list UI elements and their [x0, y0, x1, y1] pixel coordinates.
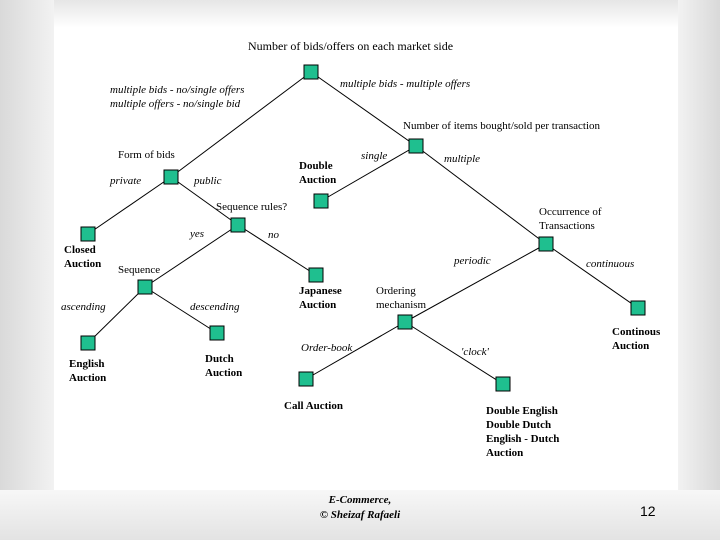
no-label: no	[268, 229, 279, 241]
japanese-auction-label: Japanese Auction	[299, 285, 342, 311]
multiple-label: multiple	[444, 153, 481, 165]
tree-node-seqnode	[137, 279, 153, 295]
left-branch-label: multiple bids - no/single offers multipl…	[110, 84, 245, 110]
form-of-bids-label: Form of bids	[118, 149, 175, 161]
tree-node-eng	[80, 335, 96, 351]
descending-label: descending	[190, 301, 240, 313]
slide-frame-top	[0, 0, 720, 28]
tree-node-root	[303, 64, 319, 80]
slide-frame-right	[678, 0, 720, 540]
tree-node-order	[397, 314, 413, 330]
tree-edge-occ-cont	[545, 243, 639, 309]
page-number: 12	[640, 503, 656, 519]
single-label: single	[361, 150, 388, 162]
tree-node-cont	[630, 300, 646, 316]
periodic-label: periodic	[454, 255, 491, 267]
tree-node-items	[408, 138, 424, 154]
root-question-label: Number of bids/offers on each market sid…	[248, 39, 454, 53]
tree-edge-items-occ	[415, 145, 547, 245]
public-label: public	[194, 175, 222, 187]
right-branch-label: multiple bids - multiple offers	[340, 78, 471, 90]
english-auction-label: English Auction	[69, 358, 107, 384]
dutch-auction-label: Dutch Auction	[205, 353, 243, 379]
tree-edge-items-dbl	[320, 145, 417, 202]
tree-edge-root-items	[310, 71, 417, 147]
ordering-mechanism-label: Ordering mechanism	[376, 285, 427, 311]
tree-edge-seq-seqnode	[144, 224, 239, 288]
tree-node-clock	[495, 376, 511, 392]
double-auction-label: Double Auction	[299, 160, 337, 186]
tree-node-call	[298, 371, 314, 387]
tree-edge-order-clock	[404, 321, 504, 385]
order-book-label: Order-book	[301, 342, 353, 354]
tree-edge-seqnode-eng	[87, 286, 146, 344]
clock-results-label: Double English Double Dutch English - Du…	[486, 405, 560, 459]
private-label: private	[110, 175, 142, 187]
sequence-label: Sequence	[118, 264, 161, 276]
tree-edge-seqnode-dutch	[144, 286, 218, 334]
yes-label: yes	[190, 228, 205, 240]
tree-edge-form-closed	[87, 176, 172, 235]
slide-frame-bottom	[0, 490, 720, 540]
closed-auction-label: Closed Auction	[64, 244, 102, 270]
sequence-rules-label: Sequence rules?	[216, 201, 288, 213]
footer-line-2: © Sheizaf Rafaeli	[319, 509, 401, 521]
clock-label: 'clock'	[461, 346, 489, 358]
tree-node-seq	[230, 217, 246, 233]
tree-node-dbl	[313, 193, 329, 209]
footer-line-1: E-Commerce,	[328, 494, 392, 506]
tree-edge-order-call	[305, 321, 406, 380]
footer: E-Commerce, © Sheizaf Rafaeli	[300, 493, 420, 523]
slide-frame-left	[0, 0, 54, 540]
tree-edge-seq-jap	[237, 224, 317, 276]
occurrence-label: Occurrence of Transactions	[539, 206, 602, 232]
tree-node-occ	[538, 236, 554, 252]
ascending-label: ascending	[61, 301, 106, 313]
tree-edge-occ-order	[404, 243, 547, 323]
tree-node-form	[163, 169, 179, 185]
tree-node-jap	[308, 267, 324, 283]
tree-edge-root-form	[170, 71, 312, 178]
continuous-label: continuous	[586, 258, 635, 270]
continous-auction-label: Continous Auction	[612, 326, 661, 352]
tree-edge-form-seq	[170, 176, 239, 226]
call-auction-label: Call Auction	[284, 400, 343, 412]
items-question-label: Number of items bought/sold per transact…	[403, 120, 601, 132]
tree-node-closed	[80, 226, 96, 242]
tree-node-dutch	[209, 325, 225, 341]
